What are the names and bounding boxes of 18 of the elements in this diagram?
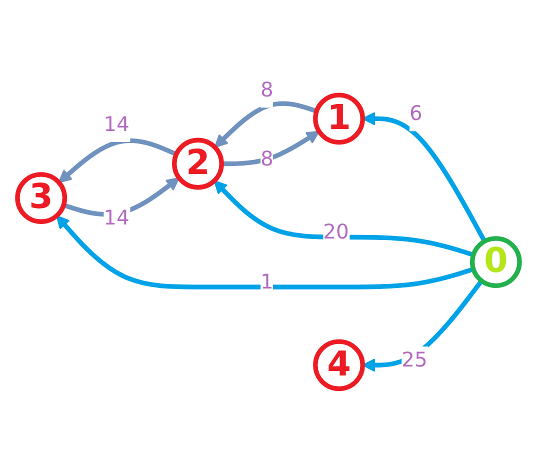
node-circle: 0 — [470, 236, 522, 288]
edge-label: 14 — [104, 208, 130, 232]
arrow — [214, 180, 474, 258]
edge-label: 20 — [323, 222, 349, 246]
edge-label: 8 — [260, 148, 274, 172]
edge-label: 6 — [410, 103, 422, 127]
edge-label: 8 — [260, 80, 274, 104]
node-circle: 3 — [15, 172, 68, 224]
edge-label: 14 — [104, 114, 130, 138]
node-circle: 1 — [313, 93, 365, 145]
edge-label: 1 — [260, 272, 274, 296]
arrow — [58, 138, 178, 184]
node-circle: 4 — [313, 340, 365, 392]
edge-label: 25 — [402, 350, 428, 374]
arrow — [214, 102, 318, 148]
arrow — [362, 112, 487, 243]
arrow — [222, 131, 320, 166]
node-circle: 2 — [172, 138, 224, 190]
